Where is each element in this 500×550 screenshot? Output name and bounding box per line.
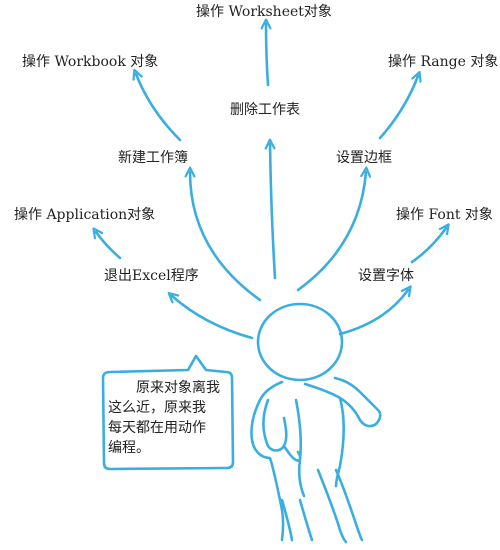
label-set-font: 设置字体 bbox=[358, 268, 414, 284]
arrow-to-worksheet bbox=[260, 18, 272, 87]
speech-line-4: 编程。 bbox=[108, 440, 150, 456]
speech-bubble-text: 原来对象离我 这么近，原来我 每天都在用动作 编程。 bbox=[108, 378, 226, 458]
arrow-to-set-border bbox=[296, 166, 372, 292]
label-application: 操作 Application对象 bbox=[14, 207, 156, 223]
label-set-border: 设置边框 bbox=[336, 150, 392, 166]
person-body-outline bbox=[250, 376, 382, 542]
label-exit-excel: 退出Excel程序 bbox=[104, 268, 199, 284]
arrow-to-new-workbook bbox=[184, 166, 262, 302]
speech-line-2: 这么近，原来我 bbox=[108, 400, 206, 416]
person-leg-left bbox=[280, 498, 314, 542]
label-range: 操作 Range 对象 bbox=[388, 54, 499, 70]
label-worksheet: 操作 Worksheet对象 bbox=[196, 4, 332, 20]
speech-line-1: 原来对象离我 bbox=[136, 380, 220, 396]
label-font: 操作 Font 对象 bbox=[396, 207, 493, 223]
arrow-to-range bbox=[378, 70, 422, 140]
arrow-to-exit-excel bbox=[167, 291, 254, 340]
label-workbook: 操作 Workbook 对象 bbox=[22, 54, 159, 70]
person-hand-left bbox=[282, 444, 302, 462]
arrow-to-font bbox=[410, 223, 450, 264]
arrow-to-delete-sheet bbox=[264, 138, 277, 280]
arrow-to-workbook bbox=[132, 68, 182, 142]
person-figure bbox=[250, 302, 382, 544]
label-new-workbook: 新建工作簿 bbox=[118, 150, 188, 166]
speech-bubble bbox=[101, 354, 235, 471]
label-delete-sheet: 删除工作表 bbox=[230, 102, 300, 118]
person-arm-left bbox=[262, 398, 288, 452]
person-torso bbox=[294, 398, 306, 498]
person-back bbox=[334, 396, 346, 488]
arrow-to-set-font bbox=[338, 285, 412, 336]
arrow-to-application bbox=[92, 227, 122, 260]
person-head bbox=[256, 302, 344, 382]
speech-line-3: 每天都在用动作 bbox=[108, 420, 206, 436]
person-leg-right bbox=[316, 468, 364, 544]
